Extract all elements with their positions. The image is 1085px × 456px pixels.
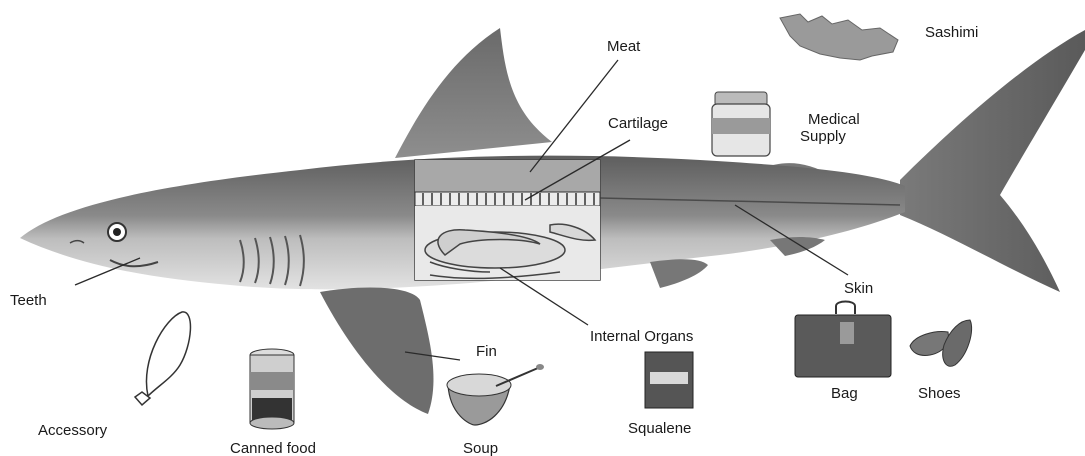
anal-fin: [770, 237, 825, 256]
label-teeth: Teeth: [10, 292, 47, 310]
sashimi-illustration: [780, 14, 898, 60]
label-squalene: Squalene: [628, 420, 691, 438]
label-bag: Bag: [831, 385, 858, 403]
accessory-necklace: [135, 312, 190, 405]
bag-illustration: [795, 302, 891, 378]
squalene-box: [645, 352, 693, 408]
canned-food-can: [250, 349, 294, 429]
shoes-illustration: [910, 320, 972, 366]
cartilage-spine: [415, 192, 600, 206]
label-accessory: Accessory: [38, 422, 107, 440]
cutaway-section: [415, 160, 600, 280]
label-skin: Skin: [844, 280, 873, 298]
label-internal-organs: Internal Organs: [590, 328, 693, 346]
pectoral-fin: [320, 287, 433, 414]
label-canned-food: Canned food: [230, 440, 316, 456]
label-sashimi: Sashimi: [925, 24, 978, 42]
label-medical-supply-line1: Medical: [800, 111, 890, 128]
label-shoes: Shoes: [918, 385, 961, 403]
pelvic-fin: [650, 259, 708, 288]
medical-supply-jar: [712, 92, 770, 156]
label-medical-supply-line2: Supply: [800, 128, 890, 145]
label-soup: Soup: [463, 440, 498, 456]
label-cartilage: Cartilage: [608, 115, 668, 133]
label-meat: Meat: [607, 38, 640, 56]
label-medical-supply: Medical Supply: [800, 111, 890, 145]
dorsal-fin: [395, 28, 552, 158]
soup-bowl: [447, 364, 544, 425]
tail-fin: [900, 30, 1085, 292]
label-fin: Fin: [476, 343, 497, 361]
